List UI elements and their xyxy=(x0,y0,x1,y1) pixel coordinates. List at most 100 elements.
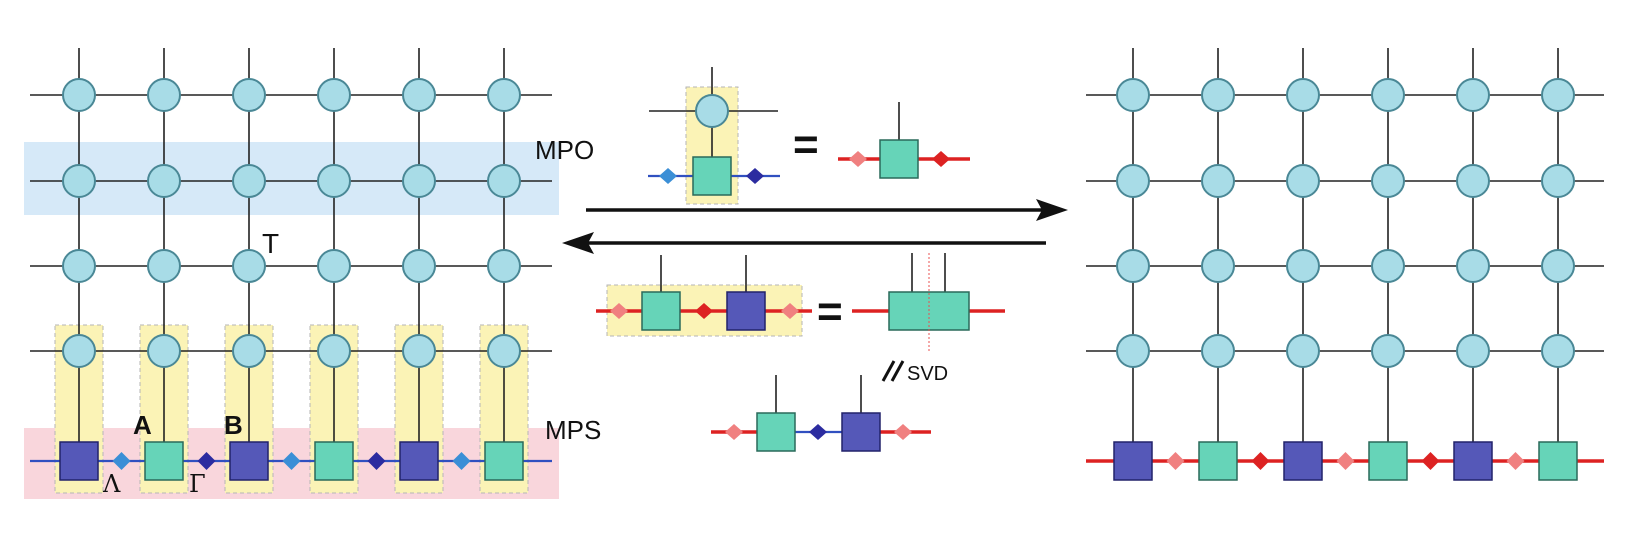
tensor-node xyxy=(1116,334,1150,368)
mps-tensor-a xyxy=(1538,441,1578,481)
svd-mark-1 xyxy=(881,360,896,382)
tensor-node xyxy=(1286,334,1320,368)
tensor-node xyxy=(1541,334,1575,368)
mps-tensor-b xyxy=(59,441,99,481)
pink-diamond xyxy=(1336,452,1355,470)
tensor-a-label: A xyxy=(133,410,152,440)
left-network-panel: MPO MPS T A B Λ Γ xyxy=(24,48,601,499)
tensor-node xyxy=(402,249,436,283)
split-tensor-a xyxy=(756,412,796,452)
tensor-node xyxy=(1286,249,1320,283)
center-lambda-diamond xyxy=(659,168,677,184)
right-network-panel xyxy=(1086,48,1604,481)
tensor-node xyxy=(232,249,266,283)
pair-left-diamond xyxy=(610,303,628,319)
tensor-node xyxy=(402,334,436,368)
split-right-diamond xyxy=(894,424,912,440)
tensor-node xyxy=(232,78,266,112)
equals-sign-top: = xyxy=(793,120,819,169)
tensor-node xyxy=(1201,78,1235,112)
pair-middle-diamond xyxy=(695,303,713,319)
red-diamond xyxy=(1251,452,1270,470)
mps-label: MPS xyxy=(545,415,601,445)
forward-arrow-head xyxy=(1036,199,1068,221)
tensor-t-label: T xyxy=(262,228,279,259)
lambda-diamond xyxy=(112,452,131,470)
two-site-svd-update: = SVD xyxy=(596,253,1005,452)
pair-right-diamond xyxy=(781,303,799,319)
tensor-node xyxy=(317,78,351,112)
mpo-band xyxy=(24,142,559,215)
tensor-node xyxy=(1201,164,1235,198)
pair-tensor-b xyxy=(726,291,766,331)
update-arrows xyxy=(562,199,1068,254)
equals-sign-bottom: = xyxy=(817,287,843,336)
tensor-node xyxy=(147,249,181,283)
mps-tensor-a xyxy=(314,441,354,481)
tensor-node xyxy=(1201,249,1235,283)
tensor-node xyxy=(402,78,436,112)
gamma-diamond xyxy=(367,452,386,470)
result-red-diamond xyxy=(932,151,950,167)
mpo-label: MPO xyxy=(535,135,594,165)
tensor-node xyxy=(1541,249,1575,283)
mps-tensor-a xyxy=(484,441,524,481)
lambda-diamond xyxy=(452,452,471,470)
tensor-node xyxy=(1286,164,1320,198)
tensor-node xyxy=(1456,164,1490,198)
tensor-node xyxy=(1371,249,1405,283)
single-site-contraction: = xyxy=(648,67,970,205)
tensor-node xyxy=(1541,164,1575,198)
mps-tensor-a xyxy=(1368,441,1408,481)
tensor-node xyxy=(1456,249,1490,283)
svd-mark-2 xyxy=(890,360,905,382)
lambda-label: Λ xyxy=(102,470,121,498)
mps-tensor-a xyxy=(1198,441,1238,481)
tensor-node xyxy=(1456,334,1490,368)
tensor-node xyxy=(1116,249,1150,283)
split-tensor-b xyxy=(841,412,881,452)
mps-tensor-b xyxy=(229,441,269,481)
tensor-node xyxy=(402,164,436,198)
tensor-node xyxy=(487,334,521,368)
tensor-node xyxy=(487,78,521,112)
tensor-node xyxy=(147,164,181,198)
svd-label: SVD xyxy=(907,363,948,385)
tensor-node xyxy=(232,164,266,198)
tensor-node xyxy=(1371,164,1405,198)
tensor-node xyxy=(1541,78,1575,112)
gamma-label: Γ xyxy=(189,470,206,498)
result-tensor xyxy=(879,139,919,179)
tensor-node xyxy=(317,249,351,283)
tensor-node xyxy=(1371,78,1405,112)
lambda-diamond xyxy=(282,452,301,470)
tensor-node xyxy=(317,164,351,198)
tensor-b-label: B xyxy=(224,410,243,440)
tensor-node xyxy=(62,249,96,283)
center-site-tensor xyxy=(692,156,732,196)
tensor-node xyxy=(1371,334,1405,368)
red-diamond xyxy=(1421,452,1440,470)
mps-tensor-b xyxy=(1283,441,1323,481)
tensor-node xyxy=(317,334,351,368)
result-pink-diamond xyxy=(849,151,867,167)
mps-tensor-b xyxy=(399,441,439,481)
tensor-node xyxy=(62,164,96,198)
center-gamma-diamond xyxy=(746,168,764,184)
split-left-diamond xyxy=(725,424,743,440)
mps-tensor-b xyxy=(1113,441,1153,481)
tensor-node xyxy=(487,164,521,198)
pink-diamond xyxy=(1166,452,1185,470)
pair-tensor-a xyxy=(641,291,681,331)
mps-tensor-a xyxy=(144,441,184,481)
mps-tensor-b xyxy=(1453,441,1493,481)
pink-diamond xyxy=(1506,452,1525,470)
tensor-node xyxy=(232,334,266,368)
tensor-node xyxy=(1116,164,1150,198)
tensor-node xyxy=(1201,334,1235,368)
tensor-node xyxy=(1456,78,1490,112)
tensor-node xyxy=(62,334,96,368)
tensor-node xyxy=(62,78,96,112)
tensor-node xyxy=(1116,78,1150,112)
